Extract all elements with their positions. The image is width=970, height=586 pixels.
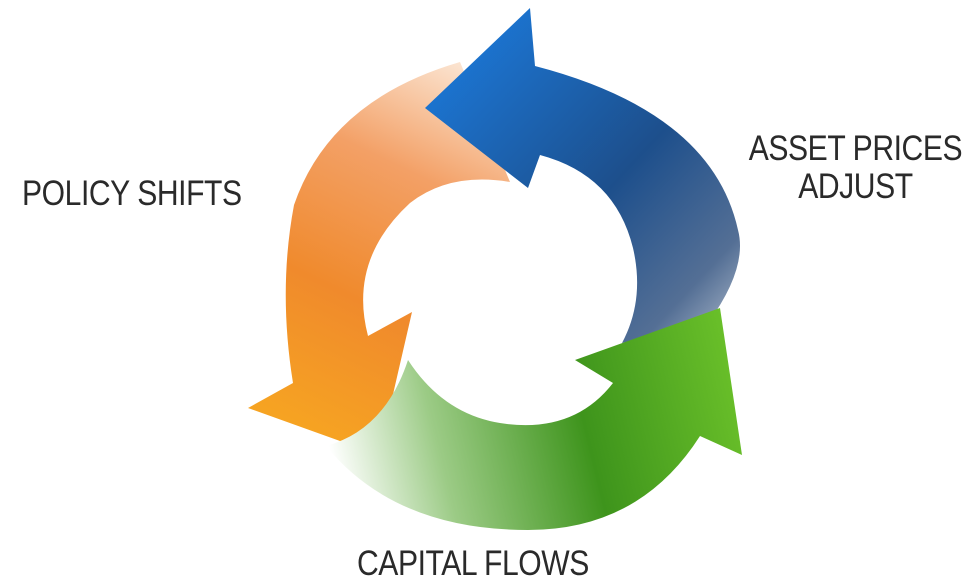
- asset-prices-label: ASSET PRICES ADJUST: [748, 129, 963, 206]
- green-cycle-arrow: [326, 308, 742, 530]
- policy-shifts-label: POLICY SHIFTS: [22, 174, 242, 213]
- orange-cycle-arrow: [248, 62, 510, 455]
- capital-flows-label: CAPITAL FLOWS: [357, 544, 589, 583]
- blue-cycle-arrow: [425, 8, 740, 343]
- asset-prices-label-line-2: ADJUST: [798, 167, 913, 206]
- asset-prices-label-line-1: ASSET PRICES: [748, 129, 963, 168]
